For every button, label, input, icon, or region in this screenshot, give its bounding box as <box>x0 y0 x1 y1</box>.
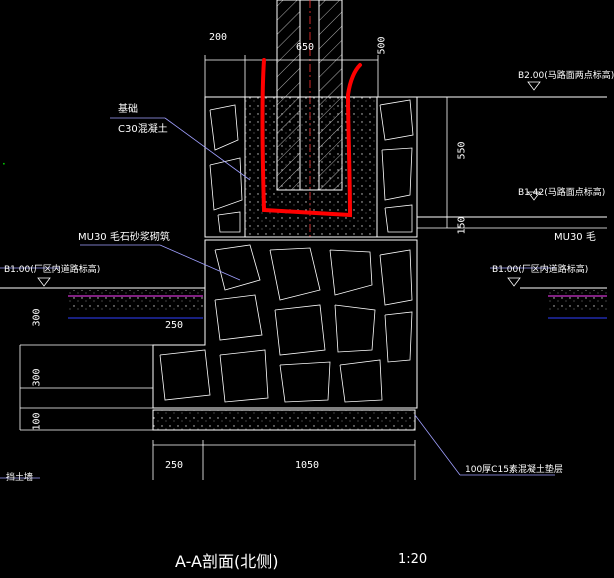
dim-500: 500 <box>376 36 388 55</box>
label-c30: C30混凝土 <box>118 124 168 135</box>
dim-250-lower: 250 <box>165 460 184 471</box>
label-mu30-right: MU30 毛 <box>554 232 596 243</box>
dim-200: 200 <box>209 32 228 43</box>
level-b100-left: B1.00(厂区内道路标高) <box>4 265 101 275</box>
rubble-masonry <box>152 239 418 409</box>
dim-1050: 1050 <box>295 460 320 471</box>
level-markers <box>37 81 541 287</box>
red-markup-outline <box>260 58 362 218</box>
level-b142: B1.42(马路面点标高) <box>518 188 606 198</box>
label-foundation: 基础 <box>118 104 138 115</box>
drawing-title: A-A剖面(北侧) <box>175 552 279 571</box>
svg-text:·: · <box>2 157 6 171</box>
label-mu30: MU30 毛石砂浆砌筑 <box>78 232 170 243</box>
label-retaining-wall: 挡土墙 <box>6 473 34 483</box>
level-b200: B2.00(马路面两点标高) <box>518 71 614 81</box>
dim-650: 650 <box>296 42 315 53</box>
c15-pad <box>152 409 416 431</box>
drawing-scale: 1:20 <box>398 552 428 567</box>
dim-550: 550 <box>456 141 468 160</box>
c30-foundation-block <box>204 96 418 238</box>
label-c15-pad: 100厚C15素混凝土垫层 <box>465 465 563 475</box>
dim-100: 100 <box>31 412 43 431</box>
dimension-lines <box>19 55 448 480</box>
leader-lines <box>0 117 555 479</box>
level-b100-right: B1.00(厂区内道路标高) <box>492 265 589 275</box>
ground-lines <box>0 96 607 319</box>
dim-300-lower: 300 <box>31 368 43 387</box>
dim-150: 150 <box>456 216 468 235</box>
dim-300-upper: 300 <box>31 308 43 327</box>
dim-250-upper: 250 <box>165 320 184 331</box>
